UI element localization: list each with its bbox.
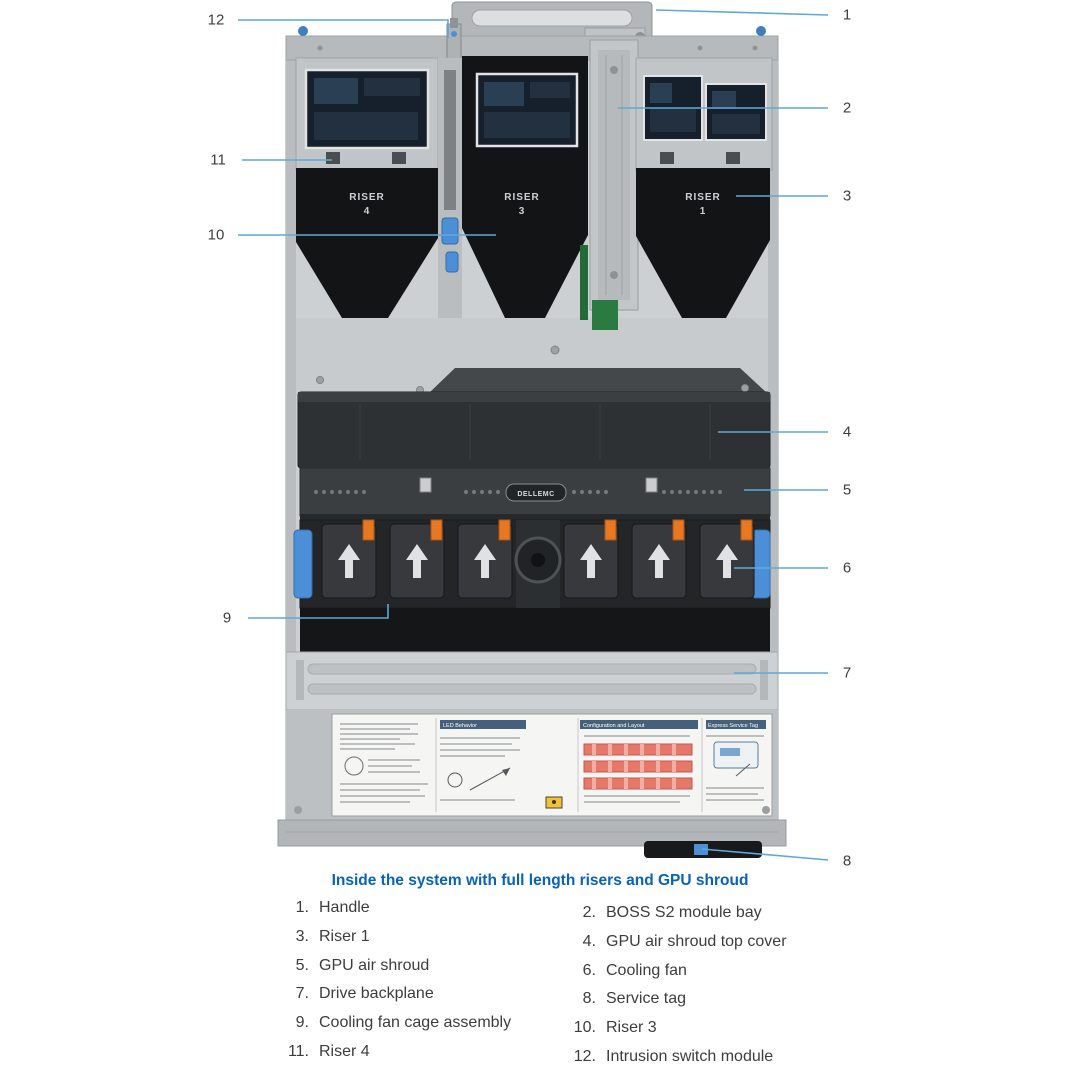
legend-item: 11. Riser 4 bbox=[283, 1038, 511, 1067]
callout-5: 5 bbox=[842, 481, 852, 499]
legend-item: 10. Riser 3 bbox=[566, 1014, 787, 1043]
legend-item-label: GPU air shroud bbox=[319, 956, 430, 974]
legend-item-label: Riser 1 bbox=[319, 927, 370, 945]
info-sticker-panel: LED Behavior Configuration and Layout bbox=[286, 710, 778, 822]
cooling-fan bbox=[699, 519, 755, 599]
riser4-word: RISER bbox=[349, 192, 385, 203]
legend-item-label: Riser 3 bbox=[606, 1019, 657, 1037]
fan-cage-latch-right bbox=[751, 529, 771, 599]
handle bbox=[451, 1, 653, 47]
express-service-tag-section: Express Service Tag bbox=[706, 720, 766, 801]
caution-icon bbox=[545, 796, 563, 809]
cooling-fan bbox=[631, 519, 687, 599]
fan-cage-latch-left bbox=[293, 529, 313, 599]
legend-item: 4. GPU air shroud top cover bbox=[566, 928, 787, 957]
legend-item-number: 1. bbox=[295, 899, 309, 916]
cooling-fan-cage-assembly bbox=[293, 519, 771, 652]
callout-9: 9 bbox=[222, 609, 232, 627]
led-behavior-header: LED Behavior bbox=[443, 723, 477, 729]
callout-3: 3 bbox=[842, 187, 852, 205]
legend-item: 7. Drive backplane bbox=[283, 980, 511, 1009]
figure-title: Inside the system with full length riser… bbox=[331, 872, 749, 889]
legend-item-label: Service tag bbox=[606, 990, 687, 1008]
legend-column-left: 1. Handle 3. Riser 1 5. GPU air shroud 7… bbox=[283, 894, 511, 1067]
leader-8 bbox=[701, 848, 829, 861]
legend-item-label: GPU air shroud top cover bbox=[606, 932, 787, 950]
legend-column-right: 2. BOSS S2 module bay 4. GPU air shroud … bbox=[566, 899, 787, 1072]
callout-10: 10 bbox=[207, 226, 225, 244]
configuration-layout-section: Configuration and Layout bbox=[580, 720, 698, 803]
legend-item-number: 7. bbox=[295, 985, 309, 1003]
express-service-tag-header: Express Service Tag bbox=[708, 723, 758, 729]
fan-cage-center-hub bbox=[514, 520, 562, 608]
legend-item-number: 5. bbox=[295, 956, 309, 974]
legend-item-number: 12. bbox=[573, 1047, 596, 1065]
legend-item-number: 3. bbox=[295, 927, 309, 945]
leader-9 bbox=[248, 604, 389, 619]
boss-s2-module-bay bbox=[580, 39, 639, 330]
callout-4: 4 bbox=[842, 423, 852, 441]
legend-item-label: Riser 4 bbox=[319, 1042, 370, 1060]
leader-lines bbox=[238, 9, 829, 861]
callout-7: 7 bbox=[842, 664, 852, 682]
leader-12 bbox=[238, 19, 449, 38]
legend-item-number: 10. bbox=[573, 1019, 596, 1037]
drive-map-bars bbox=[583, 743, 693, 790]
legend-item-number: 2. bbox=[582, 904, 596, 921]
callout-2: 2 bbox=[842, 99, 852, 117]
gpu-air-shroud-top-cover bbox=[297, 391, 771, 469]
riser1-word: RISER bbox=[685, 192, 721, 203]
drive-backplane bbox=[285, 651, 779, 711]
cooling-fan bbox=[389, 519, 445, 599]
riser3-word: RISER bbox=[504, 192, 540, 203]
legend-item-label: Handle bbox=[319, 899, 370, 916]
cooling-fan bbox=[321, 519, 377, 599]
callout-12: 12 bbox=[207, 11, 225, 29]
riser-4: RISER 4 bbox=[295, 57, 439, 318]
legend-item-number: 4. bbox=[582, 932, 596, 950]
callout-11: 11 bbox=[210, 151, 226, 169]
legend-item-label: Cooling fan cage assembly bbox=[319, 1014, 512, 1032]
legend-item: 2. BOSS S2 module bay bbox=[566, 899, 787, 928]
legend-item-label: Cooling fan bbox=[606, 961, 687, 979]
legend-item: 6. Cooling fan bbox=[566, 957, 787, 986]
chassis-floor bbox=[296, 318, 768, 396]
cooling-fan bbox=[563, 519, 619, 599]
legend-item: 12. Intrusion switch module bbox=[566, 1043, 787, 1072]
legend-item-number: 11. bbox=[287, 1042, 309, 1060]
callout-6: 6 bbox=[842, 559, 852, 577]
leader-1 bbox=[655, 9, 829, 16]
legend-item-label: Intrusion switch module bbox=[606, 1047, 774, 1065]
callout-1: 1 bbox=[842, 6, 852, 24]
configuration-layout-header: Configuration and Layout bbox=[583, 723, 645, 729]
riser1-number: 1 bbox=[700, 206, 707, 217]
callout-8: 8 bbox=[842, 852, 852, 870]
gpu-air-shroud: DELLEMC bbox=[299, 467, 771, 520]
legend-item-number: 9. bbox=[295, 1014, 309, 1032]
regulatory-text-block bbox=[340, 723, 428, 803]
legend-item: 9. Cooling fan cage assembly bbox=[283, 1009, 511, 1038]
legend-item: 8. Service tag bbox=[566, 985, 787, 1014]
legend-item-number: 8. bbox=[582, 990, 596, 1008]
riser3-number: 3 bbox=[519, 206, 526, 217]
legend-item-number: 6. bbox=[582, 961, 596, 979]
legend-item-label: BOSS S2 module bay bbox=[606, 904, 762, 921]
legend-item: 5. GPU air shroud bbox=[283, 952, 511, 981]
inter-bay-channel bbox=[438, 58, 462, 318]
led-behavior-section: LED Behavior bbox=[440, 720, 526, 801]
legend-item: 3. Riser 1 bbox=[283, 923, 511, 952]
legend-item: 1. Handle bbox=[283, 894, 511, 923]
legend-item-label: Drive backplane bbox=[319, 985, 434, 1003]
riser-3: RISER 3 bbox=[462, 56, 588, 318]
brand-badge: DELLEMC bbox=[517, 491, 554, 498]
riser4-number: 4 bbox=[364, 206, 371, 217]
cooling-fan bbox=[457, 519, 513, 599]
